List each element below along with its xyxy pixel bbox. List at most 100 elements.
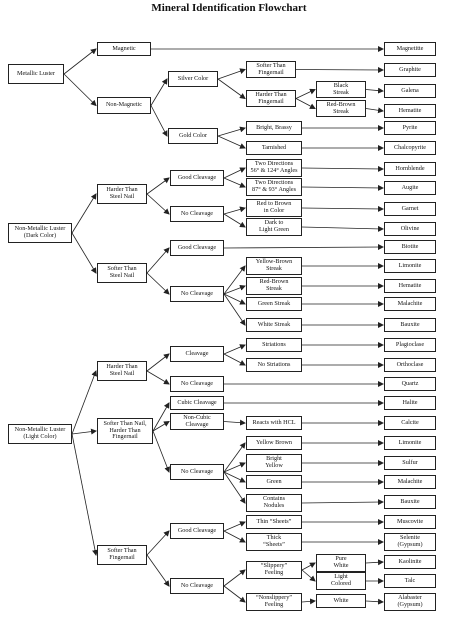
arrow-nm_dark-to-softer_steel: [71, 232, 97, 274]
node-red-brown-color: Red to Brown in Color: [246, 199, 302, 217]
arrow-red_brown_color-to-garnet: [301, 205, 384, 212]
node-sulfur: Sulfur: [384, 456, 436, 470]
arrow-non_cubic-to-reacts_hcl: [223, 419, 246, 426]
arrow-harder_fingernail_a-to-red_brown_streak_a: [295, 98, 316, 109]
arrow-two_dir_a-to-hornblende: [301, 165, 384, 172]
node-two-dir-a: Two Directions 56° & 124° Angles: [246, 159, 302, 177]
arrow-nm_light-to-softer_fingernail_b: [71, 433, 98, 556]
arrow-black_streak-to-galena: [365, 87, 384, 94]
node-softer-steel: Softer Than Steel Nail: [97, 263, 147, 283]
node-dark-light-green: Dark to Light Green: [246, 218, 302, 236]
arrow-softer_nail_harder_fingernail-to-no_cleavage_d: [152, 430, 170, 473]
arrow-no_cleavage_a-to-dark_light_green: [223, 213, 246, 228]
node-red-brown-streak-b: Red-Brown Streak: [246, 277, 302, 295]
arrow-nm_light-to-harder_steel_b: [71, 370, 98, 435]
node-augite: Augite: [384, 181, 436, 195]
arrow-softer_steel-to-good_cleavage_b: [146, 247, 170, 274]
arrow-no_cleavage_d-to-bright_yellow: [223, 462, 246, 473]
node-bright-yellow: Bright Yellow: [246, 454, 302, 472]
node-talc: Talc: [384, 574, 436, 588]
node-no-striations: No Striations: [246, 358, 302, 372]
arrow-slippery-to-light_colored: [301, 569, 316, 582]
node-yellow-brown: Yellow Brown: [246, 436, 302, 450]
arrow-softer_fingernail_a-to-graphite: [295, 66, 384, 73]
chart-title: Mineral Identification Flowchart: [151, 2, 307, 14]
arrow-no_cleavage_d-to-contains_nodules: [223, 471, 246, 504]
arrow-metallic-to-magnetic: [63, 48, 97, 75]
node-cleavage: Cleavage: [170, 346, 224, 362]
node-selenite: Selenite (Gypsum): [384, 533, 436, 551]
node-graphite: Graphite: [384, 63, 436, 77]
node-pyrite: Pyrite: [384, 121, 436, 135]
node-hornblende: Hornblende: [384, 162, 436, 176]
node-non-cubic: Non-Cubic Cleavage: [170, 413, 224, 430]
arrow-good_cleavage_a-to-two_dir_b: [223, 177, 246, 188]
node-reacts-hcl: Reacts with HCL: [246, 416, 302, 430]
arrow-nonslippery-to-white: [301, 598, 316, 605]
node-yellow-brown-streak: Yellow-Brown Streak: [246, 257, 302, 275]
node-good-cleavage-c: Good Cleavage: [170, 523, 224, 539]
node-thick-sheets: Thick “Sheets”: [246, 533, 302, 551]
node-galena: Galena: [384, 84, 436, 98]
arrow-softer_fingernail_b-to-good_cleavage_c: [146, 530, 170, 556]
node-no-cleavage-c: No Cleavage: [170, 376, 224, 392]
node-plagioclase: Plagioclase: [384, 338, 436, 352]
node-good-cleavage-b: Good Cleavage: [170, 240, 224, 256]
arrow-good_cleavage_c-to-thin_sheets: [223, 521, 246, 532]
node-slippery: “Slippery” Feeling: [246, 561, 302, 579]
arrow-silver_color-to-harder_fingernail_a: [217, 78, 246, 100]
arrow-softer_steel-to-no_cleavage_b: [146, 272, 170, 295]
arrow-good_cleavage_b-to-biotite: [223, 244, 384, 251]
arrow-no_cleavage_e-to-nonslippery: [223, 585, 246, 603]
node-quartz: Quartz: [384, 377, 436, 391]
arrow-metallic-to-non_magnetic: [63, 73, 97, 107]
node-no-cleavage-d: No Cleavage: [170, 464, 224, 480]
arrow-dark_light_green-to-olivine: [301, 225, 384, 232]
arrow-contains_nodules-to-bauxite_b: [301, 499, 384, 506]
node-gold-color: Gold Color: [168, 128, 218, 144]
arrow-non_magnetic-to-gold_color: [150, 105, 168, 137]
node-orthoclase: Orthoclase: [384, 358, 436, 372]
node-non-magnetic: Non-Magnetic: [97, 97, 151, 114]
arrow-white-to-alabaster: [365, 598, 384, 605]
arrow-no_cleavage_b-to-green_streak: [223, 293, 246, 305]
arrow-harder_steel_a-to-good_cleavage_a: [146, 177, 170, 195]
node-cubic-cleavage: Cubic Cleavage: [170, 396, 224, 410]
node-two-dir-b: Two Directions 87° & 93° Angles: [246, 178, 302, 196]
node-kaolinite: Kaolinite: [384, 555, 436, 569]
arrow-silver_color-to-softer_fingernail_a: [217, 68, 246, 80]
node-calcite: Calcite: [384, 416, 436, 430]
arrow-harder_steel_b-to-cleavage: [146, 353, 170, 372]
node-malachite-b: Malachite: [384, 475, 436, 489]
node-silver-color: Silver Color: [168, 71, 218, 87]
node-magnetic: Magnetic: [97, 42, 151, 56]
arrow-nm_light-to-softer_nail_harder_fingernail: [71, 428, 97, 435]
arrow-red_brown_streak_a-to-hematite_a: [365, 107, 384, 114]
arrow-harder_steel_a-to-no_cleavage_a: [146, 193, 170, 215]
node-bright-brassy: Bright, Brassy: [246, 121, 302, 135]
node-softer-fingernail-b: Softer Than Fingernail: [97, 545, 147, 565]
arrow-no_cleavage_d-to-yellow_brown: [223, 442, 246, 473]
arrow-softer_nail_harder_fingernail-to-cubic_cleavage: [152, 402, 170, 432]
node-magnetite: Magnetitte: [384, 42, 436, 56]
arrow-non_magnetic-to-silver_color: [150, 78, 168, 106]
arrow-pure_white-to-kaolinite: [365, 559, 384, 566]
node-nm-light: Non-Metallic Luster (Light Color): [8, 424, 72, 444]
node-metallic: Metallic Luster: [8, 64, 64, 84]
node-nm-dark: Non-Metallic Luster (Dark Color): [8, 223, 72, 243]
node-harder-steel-a: Harder Than Steel Nail: [97, 184, 147, 204]
node-green-streak: Green Streak: [246, 297, 302, 311]
node-chalcopyrite: Chalcopyrite: [384, 141, 436, 155]
node-softer-nail-harder-fingernail: Softer Than Nail, Harder Than Fingernail: [97, 418, 153, 444]
arrow-softer_nail_harder_fingernail-to-non_cubic: [152, 420, 170, 432]
node-light-colored: Light Colored: [316, 572, 366, 590]
arrow-cleavage-to-striations: [223, 344, 246, 355]
node-biotite: Biotite: [384, 240, 436, 254]
node-harder-fingernail-a: Harder Than Fingernail: [246, 90, 296, 107]
node-no-cleavage-b: No Cleavage: [170, 286, 224, 302]
node-black-streak: Black Streak: [316, 81, 366, 98]
node-muscovite: Muscovite: [384, 515, 436, 529]
node-no-cleavage-a: No Cleavage: [170, 206, 224, 222]
